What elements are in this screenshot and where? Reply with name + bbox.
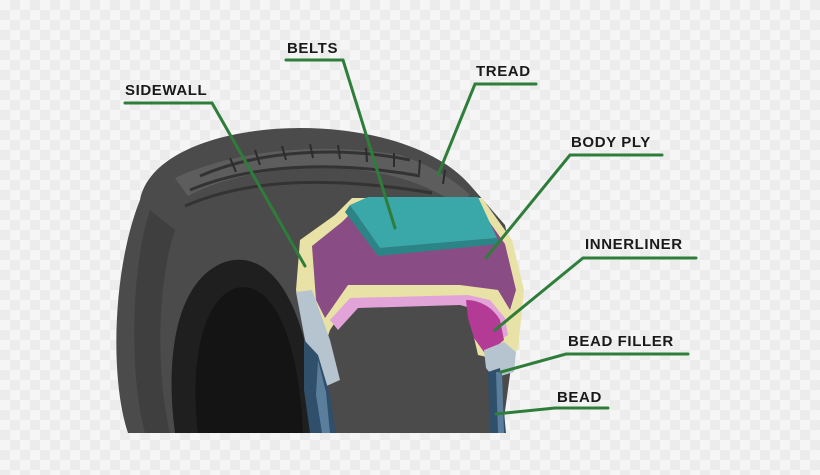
labels: BELTS TREAD SIDEWALL BODY PLY INNERLINER… — [125, 40, 683, 406]
belts-layer — [350, 197, 497, 248]
cross-section — [296, 197, 524, 433]
tread-sipes — [229, 143, 446, 185]
bead-filler-leader — [499, 352, 690, 374]
sidewall-dark-arc — [134, 210, 175, 433]
belts-leader — [284, 58, 397, 230]
innerliner-leader — [493, 256, 698, 332]
bead-leader — [494, 406, 610, 416]
bead-filler-left — [296, 290, 340, 388]
tire-shoulder-shade — [175, 148, 470, 205]
bead-filler-label: BEAD FILLER — [568, 333, 674, 350]
sidewall-leader — [123, 101, 307, 268]
sidewall-label: SIDEWALL — [125, 82, 207, 99]
leader-lines — [123, 58, 698, 416]
bead-right-highlight — [496, 372, 504, 433]
belts-layer-edge — [345, 205, 499, 256]
bead-left-highlight — [316, 360, 330, 433]
bead-label: BEAD — [557, 389, 602, 406]
innerliner-label: INNERLINER — [585, 236, 683, 253]
wheel-opening-rim — [195, 287, 303, 433]
tread-label: TREAD — [476, 63, 531, 80]
tread-grooves — [184, 150, 433, 208]
belts-label: BELTS — [287, 40, 338, 57]
innerliner-inner-curve — [466, 300, 504, 355]
body-ply-leader — [484, 153, 664, 260]
tread-leader — [436, 82, 538, 177]
body-ply-label: BODY PLY — [571, 134, 651, 151]
